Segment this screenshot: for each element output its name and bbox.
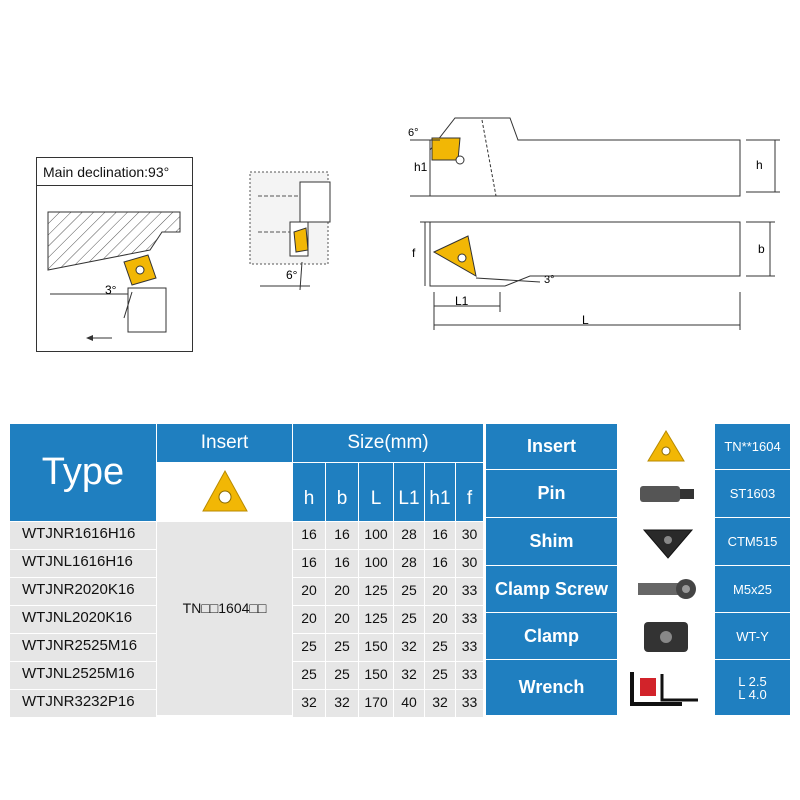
wrench-icon (620, 660, 712, 715)
row-value: 32 (293, 690, 325, 717)
row-model: WTJNR2525M16 (10, 634, 156, 661)
row-value: 32 (326, 690, 358, 717)
col-L1: L1 (394, 463, 424, 521)
row-value: 16 (425, 522, 455, 549)
tool-front-view (420, 221, 775, 330)
row-value: 25 (425, 662, 455, 689)
part-name: Insert (486, 424, 617, 469)
row-value: 28 (394, 550, 424, 577)
row-value: 16 (293, 522, 325, 549)
part-code: CTM515 (715, 518, 790, 565)
row-value: 170 (359, 690, 393, 717)
pin-icon (620, 470, 712, 517)
row-value: 25 (394, 578, 424, 605)
tool-top-view (410, 117, 780, 197)
col-f: f (456, 463, 483, 521)
part-name: Shim (486, 518, 617, 565)
insert-code: TN□□1604□□ (182, 600, 267, 616)
insert-icon (202, 469, 248, 512)
technical-drawings (47, 117, 780, 341)
part-code: M5x25 (715, 566, 790, 612)
declination-diagram-frame (36, 157, 193, 352)
dim-L1-label: L1 (455, 294, 469, 308)
part-code: ST1603 (715, 470, 790, 517)
size-header: Size(mm) (293, 424, 483, 462)
insert-code-cell (157, 522, 292, 715)
row-value: 125 (359, 606, 393, 633)
row-value: 25 (425, 634, 455, 661)
part-name: Clamp (486, 613, 617, 659)
row-value: 33 (456, 690, 483, 717)
dim-h1-label: h1 (414, 160, 428, 174)
row-value: 20 (293, 578, 325, 605)
dim-b-label: b (758, 242, 765, 256)
row-value: 150 (359, 662, 393, 689)
row-value: 25 (326, 634, 358, 661)
col-b: b (326, 463, 358, 521)
row-value: 33 (456, 606, 483, 633)
dim-L-label: L (582, 313, 589, 327)
row-model: WTJNL2525M16 (10, 662, 156, 689)
row-value: 32 (394, 662, 424, 689)
row-value: 20 (326, 606, 358, 633)
row-value: 16 (293, 550, 325, 577)
row-value: 100 (359, 550, 393, 577)
row-value: 150 (359, 634, 393, 661)
row-value: 30 (456, 522, 483, 549)
row-value: 25 (293, 662, 325, 689)
col-L: L (359, 463, 393, 521)
row-value: 100 (359, 522, 393, 549)
row-value: 20 (293, 606, 325, 633)
row-model: WTJNR2020K16 (10, 578, 156, 605)
row-value: 33 (456, 634, 483, 661)
row-value: 33 (456, 578, 483, 605)
row-value: 25 (326, 662, 358, 689)
row-value: 20 (326, 578, 358, 605)
part-name: Clamp Screw (486, 566, 617, 612)
row-value: 33 (456, 662, 483, 689)
row-value: 16 (425, 550, 455, 577)
row-value: 20 (425, 578, 455, 605)
insert-image-cell (157, 463, 292, 521)
row-value: 25 (293, 634, 325, 661)
angle-3-label-a: 3° (105, 283, 117, 297)
row-model: WTJNR1616H16 (10, 522, 156, 549)
row-model: WTJNL2020K16 (10, 606, 156, 633)
row-value: 25 (394, 606, 424, 633)
row-value: 40 (394, 690, 424, 717)
screw-icon (620, 566, 712, 612)
row-value: 16 (326, 550, 358, 577)
row-value: 30 (456, 550, 483, 577)
col-h1: h1 (425, 463, 455, 521)
angle-3-label-b: 3° (544, 274, 555, 286)
row-value: 20 (425, 606, 455, 633)
row-value: 28 (394, 522, 424, 549)
row-model: WTJNR3232P16 (10, 690, 156, 717)
part-code: L 2.5 L 4.0 (715, 660, 790, 715)
declination-title: Main declination:93° (37, 158, 192, 186)
row-value: 125 (359, 578, 393, 605)
part-name: Wrench (486, 660, 617, 715)
col-h: h (293, 463, 325, 521)
row-value: 32 (394, 634, 424, 661)
row-model: WTJNL1616H16 (10, 550, 156, 577)
declination-sketch (47, 211, 181, 341)
part-code: WT-Y (715, 613, 790, 659)
clamp-icon (620, 613, 712, 659)
part-code: TN**1604 (715, 424, 790, 469)
insert-header: Insert (157, 424, 292, 462)
insert-icon (620, 424, 712, 469)
part-name: Pin (486, 470, 617, 517)
angle-6-label-a: 6° (286, 268, 298, 282)
row-value: 16 (326, 522, 358, 549)
angle-6-label-b: 6° (408, 127, 419, 139)
row-value: 32 (425, 690, 455, 717)
shim-icon (620, 518, 712, 565)
type-header: Type (10, 424, 156, 521)
side-view-sketch (249, 171, 331, 291)
dim-h-label: h (756, 158, 763, 172)
dim-f-label: f (412, 246, 416, 260)
